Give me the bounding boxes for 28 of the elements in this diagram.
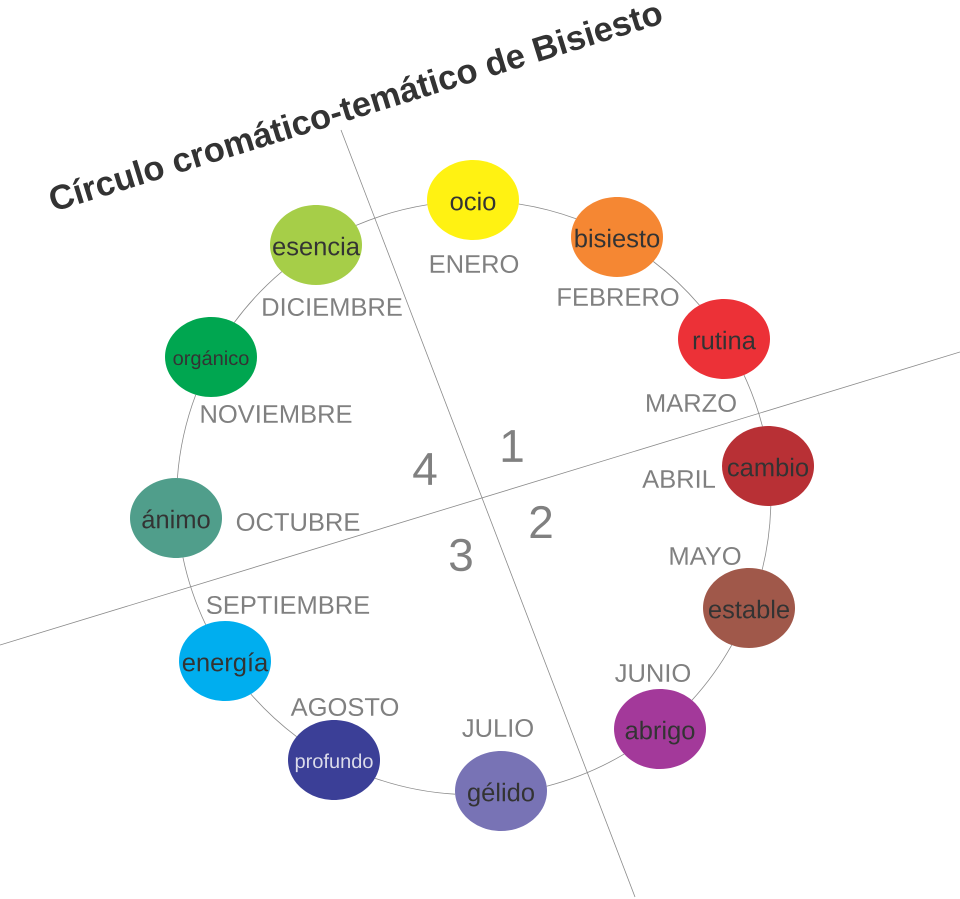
circle-arc — [692, 644, 732, 701]
month-label: JULIO — [462, 718, 533, 738]
month-label: ABRIL — [642, 470, 715, 488]
circle-arc — [546, 754, 625, 787]
circle-arc — [374, 778, 456, 795]
circle-arc — [182, 557, 206, 626]
quadrant-number: 4 — [413, 453, 436, 485]
circle-arc — [518, 204, 576, 220]
month-label: NOVIEMBRE — [202, 404, 352, 424]
quadrant-number: 2 — [530, 506, 552, 538]
month-label: ENERO — [430, 254, 518, 274]
quadrant-number: 1 — [502, 430, 523, 462]
month-label: AGOSTO — [290, 698, 398, 716]
circle-arc — [744, 374, 763, 427]
circle-arc — [234, 271, 282, 323]
circle-arc — [177, 394, 196, 478]
circle-arc — [356, 204, 428, 226]
month-label: MARZO — [647, 394, 736, 412]
circle-arc — [652, 261, 700, 306]
month-label: OCTUBRE — [236, 512, 360, 532]
quadrant-number: 3 — [450, 538, 472, 572]
circle-arc — [762, 506, 772, 570]
month-label: SEPTIEMBRE — [206, 596, 370, 614]
month-label: FEBRERO — [558, 288, 678, 306]
circle-arc — [250, 694, 298, 738]
month-label: DICIEMBRE — [263, 298, 402, 316]
month-label: JUNIO — [615, 664, 690, 682]
month-label: MAYO — [670, 546, 740, 566]
